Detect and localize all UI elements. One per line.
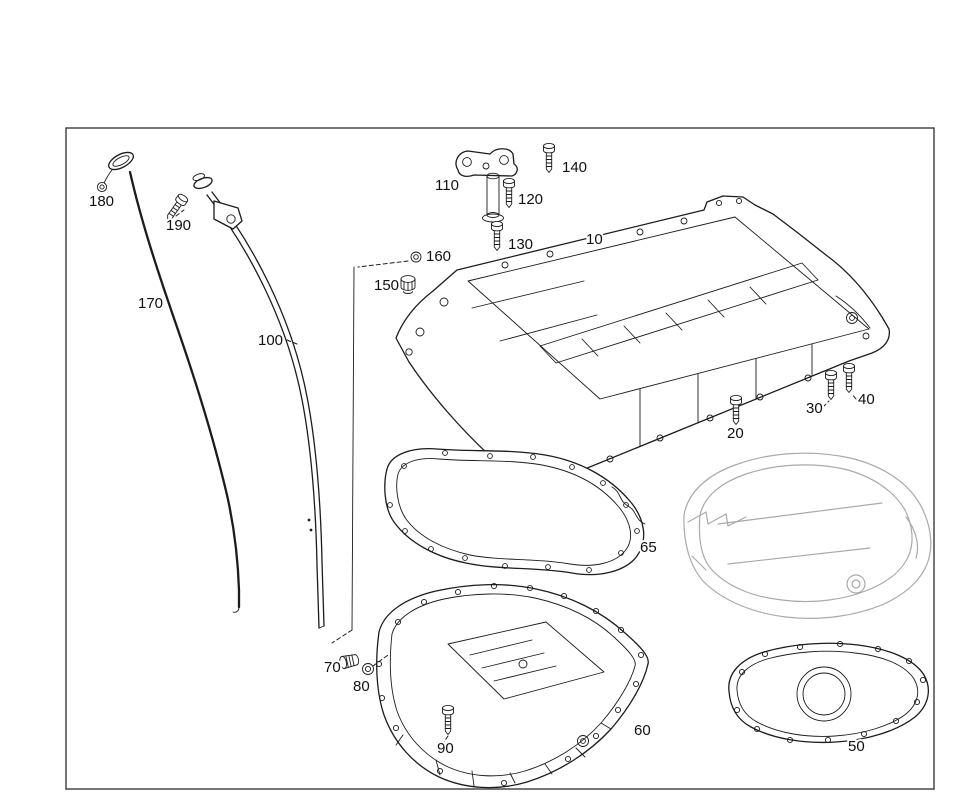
- part-label-50[interactable]: 50: [846, 736, 867, 757]
- part-label-80[interactable]: 80: [351, 676, 372, 697]
- part-bracket-110: [455, 148, 518, 223]
- part-seal-ring-80: [362, 663, 374, 675]
- ghost-upper-oil-pan: [683, 452, 932, 619]
- guide-tube-funnel: [192, 173, 213, 190]
- part-label-65[interactable]: 65: [638, 537, 659, 558]
- part-bolt-20: [730, 394, 742, 425]
- part-label-20[interactable]: 20: [725, 423, 746, 444]
- part-label-170[interactable]: 170: [136, 293, 165, 314]
- part-label-70[interactable]: 70: [322, 657, 343, 678]
- part-labels: 180 190 170 100 110 140 120 130 160 150 …: [87, 157, 877, 759]
- part-bolt-40: [843, 362, 855, 393]
- part-label-180[interactable]: 180: [87, 191, 116, 212]
- part-dipstick-handle: [96, 151, 134, 193]
- part-drain-plug-70: [339, 654, 360, 670]
- part-label-120[interactable]: 120: [516, 189, 545, 210]
- part-label-60[interactable]: 60: [632, 720, 653, 741]
- part-bolt-120: [503, 177, 515, 208]
- part-seal-ring-160: [410, 251, 422, 263]
- part-screw-plug-150: [400, 275, 416, 294]
- part-end-cover-gasket: [728, 640, 930, 744]
- part-oil-pan-gasket: [384, 448, 646, 576]
- part-label-150[interactable]: 150: [372, 275, 401, 296]
- part-label-110[interactable]: 110: [433, 175, 461, 196]
- diagram-border: [65, 127, 935, 790]
- part-label-30[interactable]: 30: [804, 398, 825, 419]
- part-lower-oil-pan: [375, 582, 649, 789]
- part-bolt-30: [825, 369, 837, 400]
- part-label-140[interactable]: 140: [560, 157, 589, 178]
- part-dipstick: [128, 170, 241, 613]
- part-label-10[interactable]: 10: [584, 229, 605, 250]
- part-label-100[interactable]: 100: [256, 330, 285, 351]
- part-guide-tube: [192, 173, 325, 629]
- part-label-190[interactable]: 190: [164, 215, 193, 236]
- part-upper-oil-pan: [395, 195, 891, 490]
- part-label-90[interactable]: 90: [435, 738, 456, 759]
- part-label-160[interactable]: 160: [424, 246, 453, 267]
- part-bolt-140: [543, 142, 555, 173]
- guide-tube-bracket: [213, 200, 243, 230]
- leader-lines: [175, 209, 857, 743]
- part-bolt-130: [491, 220, 503, 251]
- part-label-130[interactable]: 130: [506, 234, 535, 255]
- part-label-40[interactable]: 40: [856, 389, 877, 410]
